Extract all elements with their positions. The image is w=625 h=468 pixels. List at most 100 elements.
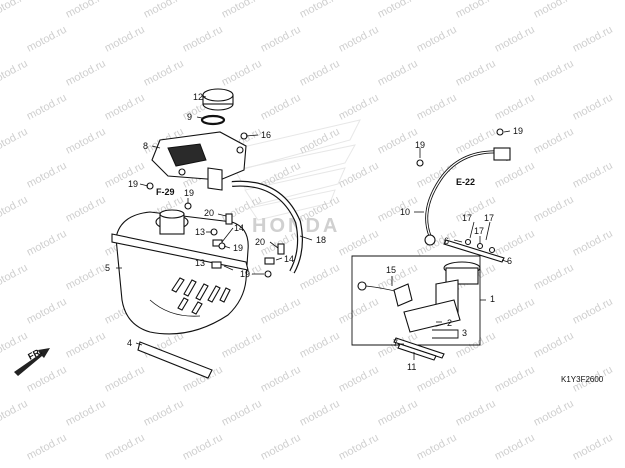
callout-20b: 20 [255,237,265,247]
watermark-text: motod.ru [142,398,186,429]
callout-8: 8 [143,141,148,151]
watermark-text: motod.ru [454,58,498,89]
watermark-text: motod.ru [220,398,264,429]
fuel-pump-assembly [357,261,481,333]
callout-19d: 19 [240,269,250,279]
callout-14b: 14 [284,254,294,264]
watermark-text: motod.ru [103,160,147,191]
callout-5: 5 [105,263,110,273]
watermark-text: motod.ru [0,126,30,157]
watermark-text: motod.ru [259,92,303,123]
watermark-text: motod.ru [259,364,303,395]
watermark-text: motod.ru [103,92,147,123]
watermark-text: motod.ru [337,160,381,191]
front-label: FR. [26,346,43,362]
watermark-text: motod.ru [0,262,30,293]
watermark-text: motod.ru [571,228,615,259]
watermark-text: motod.ru [493,24,537,55]
callout-19a: 19 [128,179,138,189]
watermark-text: motod.ru [25,432,69,463]
watermark-text: motod.ru [220,0,264,21]
watermark-text: motod.ru [571,296,615,327]
watermark-text: motod.ru [64,262,108,293]
watermark-text: motod.ru [64,58,108,89]
watermark-text: motod.ru [25,24,69,55]
watermark-text: motod.ru [376,398,420,429]
watermark-text: motod.ru [493,160,537,191]
watermark-text: motod.ru [493,364,537,395]
watermark-text: motod.ru [493,296,537,327]
watermark-text: motod.ru [493,228,537,259]
watermark-text: motod.ru [532,58,576,89]
watermark-text: motod.ru [376,194,420,225]
watermark-text: motod.ru [337,228,381,259]
callout-11: 11 [407,362,416,372]
section-ref-e22: E-22 [456,177,475,187]
callout-6a: 6 [444,236,449,246]
watermark-text: motod.ru [103,432,147,463]
fuel-cap [202,88,234,111]
callout-19c: 19 [233,243,243,253]
watermark-text: motod.ru [493,92,537,123]
watermark-text: motod.ru [259,296,303,327]
watermark-text: motod.ru [415,92,459,123]
watermark-text: motod.ru [298,262,342,293]
watermark-text: motod.ru [376,58,420,89]
watermark-text: motod.ru [337,432,381,463]
callout-17c: 17 [474,226,484,236]
watermark-text: motod.ru [493,432,537,463]
drain-pipe [137,341,213,379]
watermark-text: motod.ru [103,24,147,55]
watermark-text: motod.ru [454,0,498,21]
watermark-text: motod.ru [142,58,186,89]
watermark-text: motod.ru [571,92,615,123]
watermark-text: motod.ru [0,398,30,429]
watermark-text: motod.ru [454,398,498,429]
watermark-text: motod.ru [376,0,420,21]
watermark-text: motod.ru [376,126,420,157]
front-direction-arrow [14,348,50,376]
watermark-text: motod.ru [25,228,69,259]
watermark-text: motod.ru [571,432,615,463]
fuel-pump-box [351,255,481,346]
fuel-tank [111,209,249,335]
watermark-text: motod.ru [298,0,342,21]
diagram-code: K1Y3F2600 [561,375,604,384]
callout-labels: 1 2 3 4 5 6 6 7 8 9 10 11 12 13 13 14 14… [105,92,523,372]
section-ref-f29: F-29 [156,187,175,197]
watermark-text: motod.ru [64,194,108,225]
callout-14a: 14 [234,223,244,233]
watermark-text: motod.ru [298,58,342,89]
watermark-text: motod.ru [337,296,381,327]
watermark-text: motod.ru [532,330,576,361]
watermark-text: motod.ru [337,92,381,123]
watermark-text: motod.ru [415,364,459,395]
pump-retainer-strip [443,238,505,263]
watermark-text: motod.ru [220,330,264,361]
watermark-text: motod.ru [532,0,576,21]
watermark-text: motod.ru [298,330,342,361]
watermark-text: motod.ru [571,24,615,55]
watermark-text: motod.ru [571,160,615,191]
watermark-text: motod.ru [0,58,30,89]
watermark-text: motod.ru [64,0,108,21]
watermark-text: motod.ru [25,92,69,123]
filler-neck-assembly [151,131,247,191]
fasteners [146,128,504,278]
callout-13a: 13 [195,227,205,237]
watermark-text: motod.ru [532,194,576,225]
watermark-text: motod.ru [0,330,30,361]
breather-hose [231,180,303,274]
watermark-text: motod.ru [25,364,69,395]
watermark-text: motod.ru [337,24,381,55]
tank-vent-slots [171,277,231,315]
watermark-text: motod.ru [298,398,342,429]
callout-17a: 17 [462,213,472,223]
callout-13b: 13 [195,258,205,268]
watermark-text: motod.ru [220,58,264,89]
watermark-text: motod.ru [0,194,30,225]
callout-17b: 17 [484,213,494,223]
callout-20a: 20 [204,208,214,218]
callout-15: 15 [386,265,396,275]
